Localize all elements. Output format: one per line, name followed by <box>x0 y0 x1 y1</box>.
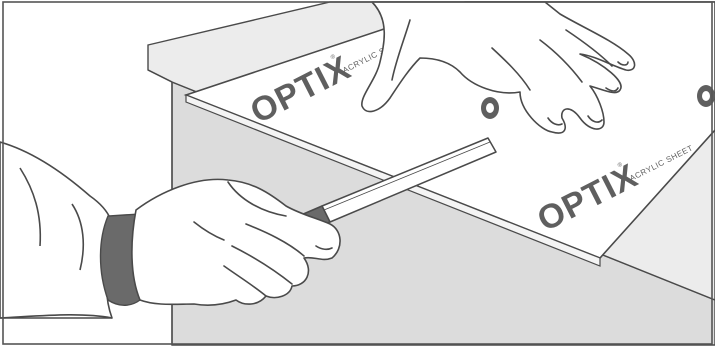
illustration-canvas: OPTIX ® ACRYLIC SHEET OPTIX ® ACRYLIC SH… <box>0 0 715 350</box>
scoring-acrylic-illustration: OPTIX ® ACRYLIC SHEET OPTIX ® ACRYLIC SH… <box>0 0 715 350</box>
